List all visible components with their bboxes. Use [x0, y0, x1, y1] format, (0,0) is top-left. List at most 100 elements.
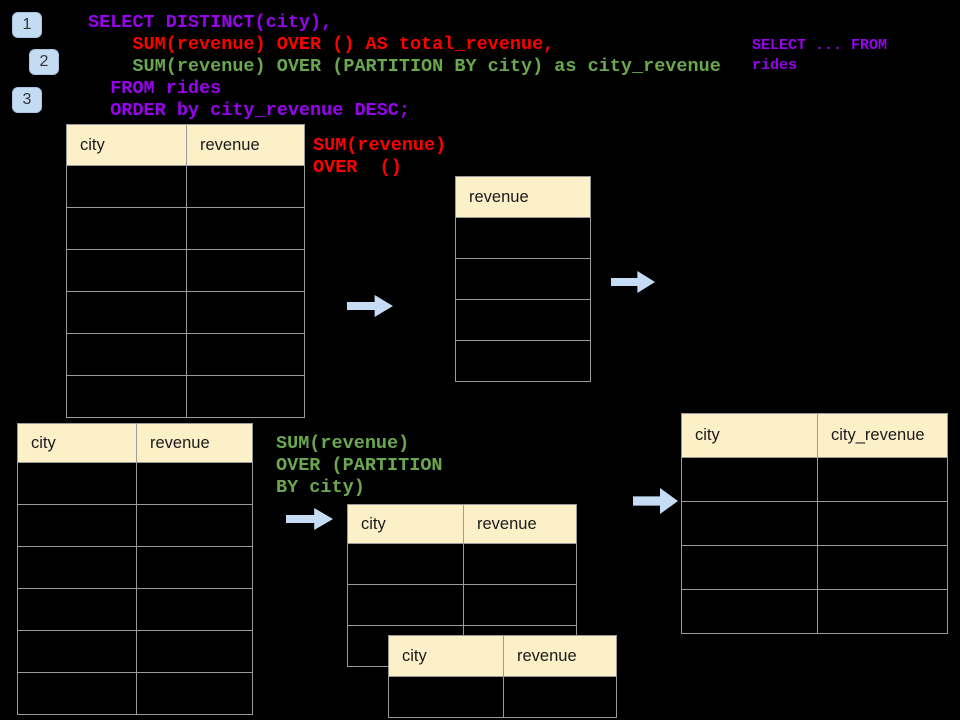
code-line: SUM(revenue) OVER (PARTITION BY city) as…: [88, 56, 721, 77]
table-row: [682, 546, 947, 589]
code-line: BY city): [276, 477, 365, 498]
table-cell: [187, 376, 304, 417]
table-row: [67, 166, 304, 207]
table-row: [682, 590, 947, 633]
arrow-right-icon: [611, 271, 655, 293]
table-cell: [137, 505, 252, 546]
code-line: SELECT DISTINCT(city),: [88, 12, 333, 33]
table-cell: [456, 341, 590, 381]
table-cell: [456, 218, 590, 258]
code-line: SUM(revenue): [276, 433, 410, 454]
table-cell: [137, 463, 252, 504]
table-cell: [818, 458, 947, 501]
table-row: [18, 673, 252, 714]
step-badge-label: 2: [39, 53, 49, 70]
table-cell: [504, 677, 616, 717]
table-header-row: revenue: [456, 177, 590, 217]
table-cell: [18, 463, 136, 504]
table-cell: [818, 590, 947, 633]
column-header-city: city: [348, 505, 463, 543]
column-header-city_revenue: city_revenue: [818, 414, 947, 457]
table-cell: [137, 547, 252, 588]
table-row: [18, 589, 252, 630]
table-cell: [187, 334, 304, 375]
code-line: FROM rides: [88, 78, 222, 99]
table-cell: [67, 376, 186, 417]
column-header-city: city: [67, 125, 186, 165]
column-header-revenue: revenue: [137, 424, 252, 462]
step-badge-1: 1: [12, 12, 42, 38]
column-header-revenue: revenue: [456, 177, 590, 217]
table-cell: [137, 589, 252, 630]
table-cell: [682, 590, 817, 633]
code-line: SUM(revenue): [313, 135, 447, 156]
annotation-total-revenue: SUM(revenue)OVER (): [313, 135, 446, 179]
code-line: SELECT ... FROM: [752, 37, 888, 54]
table-row: [67, 292, 304, 333]
table-cell: [18, 547, 136, 588]
table-row: [67, 334, 304, 375]
table-row: [389, 677, 616, 717]
table-row: [18, 463, 252, 504]
table-row: [67, 250, 304, 291]
arrow-right-icon: [347, 295, 393, 317]
table-row: [456, 218, 590, 258]
code-line: ORDER by city_revenue DESC;: [88, 100, 410, 121]
table-row: [18, 547, 252, 588]
table-cell: [464, 585, 576, 625]
table-cell: [464, 544, 576, 584]
table-cell: [818, 546, 947, 589]
sql-query-code: SELECT DISTINCT(city), SUM(revenue) OVER…: [88, 12, 721, 122]
table-cell: [67, 208, 186, 249]
table-row: [682, 458, 947, 501]
table-cell: [18, 589, 136, 630]
step-badge-3: 3: [12, 87, 42, 113]
table-cell: [18, 505, 136, 546]
step-badge-2: 2: [29, 49, 59, 75]
table-row: [348, 544, 576, 584]
arrow-right-icon: [286, 508, 333, 530]
table-row: [67, 208, 304, 249]
code-line: SUM(revenue) OVER () AS total_revenue,: [88, 34, 555, 55]
code-line: rides: [752, 57, 798, 74]
step-badge-label: 1: [22, 16, 32, 33]
table-cell: [18, 631, 136, 672]
table-cell: [67, 334, 186, 375]
table-cell: [818, 502, 947, 545]
code-line: OVER (): [313, 157, 402, 178]
table-cell: [682, 546, 817, 589]
column-header-city: city: [389, 636, 503, 676]
column-header-city: city: [18, 424, 136, 462]
table-cell: [187, 292, 304, 333]
arrow-right-icon: [633, 488, 678, 514]
table-row: [456, 259, 590, 299]
table-cell: [137, 631, 252, 672]
table-total-revenue-result: revenue: [455, 176, 591, 382]
table-cell: [18, 673, 136, 714]
column-header-revenue: revenue: [187, 125, 304, 165]
code-line: OVER (PARTITION: [276, 455, 443, 476]
table-cell: [187, 250, 304, 291]
table-cell: [456, 300, 590, 340]
table-row: [67, 376, 304, 417]
column-header-revenue: revenue: [504, 636, 616, 676]
sql-side-note: SELECT ... FROM rides: [752, 36, 887, 76]
table-row: [456, 300, 590, 340]
table-cell: [187, 208, 304, 249]
table-cell: [456, 259, 590, 299]
table-cell: [137, 673, 252, 714]
table-cell: [187, 166, 304, 207]
column-header-revenue: revenue: [464, 505, 576, 543]
table-cell: [682, 502, 817, 545]
table-row: [682, 502, 947, 545]
